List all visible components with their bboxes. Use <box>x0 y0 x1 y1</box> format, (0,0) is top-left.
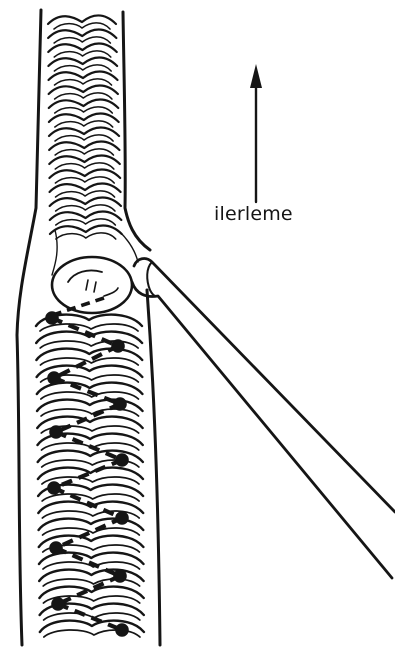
bead-ripple <box>41 409 138 416</box>
bead-ripple <box>55 121 113 127</box>
bead-ripple <box>40 324 138 331</box>
weld-pool <box>52 257 132 313</box>
bead-ripple <box>55 149 113 155</box>
bead-ripple <box>55 135 113 141</box>
bead-ripple <box>55 93 112 99</box>
bead-ripple <box>42 494 139 501</box>
bead-ripple <box>36 349 142 360</box>
weld-bead-upper <box>48 16 122 240</box>
weave-point <box>47 481 61 495</box>
weave-point <box>115 453 129 467</box>
bead-ripple <box>50 184 121 193</box>
weave-point <box>51 597 65 611</box>
electrode-rod <box>132 259 395 578</box>
bead-ripple <box>49 72 118 81</box>
bead-ripple <box>54 51 111 57</box>
bead-ripple <box>50 198 121 207</box>
weave-point <box>49 541 63 555</box>
bead-ripple <box>49 100 119 109</box>
bead-ripple <box>48 58 117 67</box>
bead-ripple <box>37 400 142 411</box>
bead-ripple <box>54 23 110 29</box>
bead-ripple <box>40 358 138 365</box>
bead-ripple <box>54 65 111 71</box>
bead-ripple <box>50 226 122 235</box>
weave-point <box>113 397 127 411</box>
bead-ripple <box>55 107 113 113</box>
bead-ripple <box>38 468 143 479</box>
weave-point <box>47 371 61 385</box>
bead-ripple <box>49 128 119 137</box>
bead-ripple <box>56 219 116 225</box>
bead-ripple <box>49 142 119 151</box>
bead-ripple <box>49 86 118 95</box>
bead-ripple <box>49 170 120 179</box>
weave-point <box>45 311 59 325</box>
bead-ripple <box>48 16 116 25</box>
weave-point <box>115 511 129 525</box>
bead-ripple <box>55 177 114 183</box>
direction-arrow <box>250 64 262 202</box>
bead-ripple <box>49 156 120 165</box>
direction-label: ilerleme <box>214 203 293 225</box>
bead-ripple <box>56 233 116 239</box>
bead-ripple <box>55 79 112 85</box>
bead-ripple <box>54 37 110 43</box>
weld-bead-lower <box>36 315 144 637</box>
bead-ripple <box>49 114 119 123</box>
bead-ripple <box>48 30 116 39</box>
weave-point <box>113 569 127 583</box>
weave-point <box>115 623 129 637</box>
bead-ripple <box>39 570 143 581</box>
weave-point <box>111 339 125 353</box>
bead-ripple <box>43 528 140 535</box>
weave-point <box>49 425 63 439</box>
bead-ripple <box>50 212 122 221</box>
bead-ripple <box>48 44 117 53</box>
bead-ripple <box>39 587 143 598</box>
bead-ripple <box>55 163 114 169</box>
bead-ripple <box>56 205 115 211</box>
bead-ripple <box>56 191 115 197</box>
